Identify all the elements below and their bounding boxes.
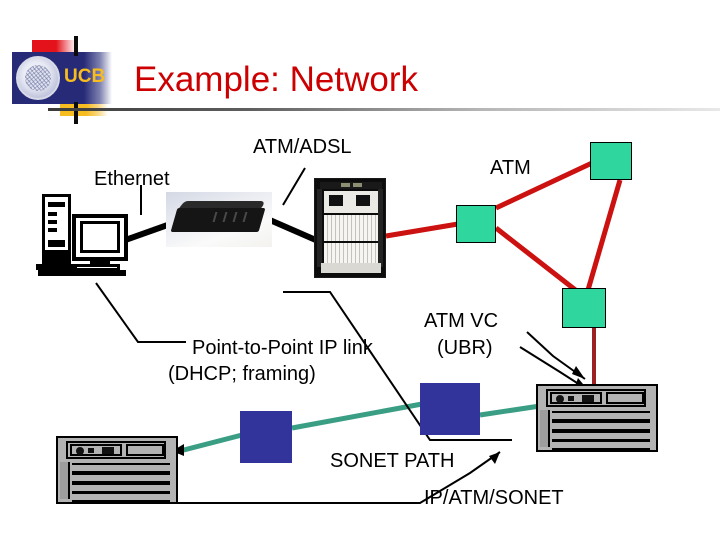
pc-tower-foot: [36, 264, 76, 270]
pc-tower-lower: [45, 250, 68, 264]
rack-base-tray: [321, 263, 381, 273]
server-slat: [552, 421, 650, 431]
server-slat: [552, 440, 650, 450]
title-divider: [48, 108, 720, 111]
atm-node-square[interactable]: [590, 142, 632, 180]
server-port: [102, 447, 114, 454]
rack-side-rail-left: [317, 189, 322, 267]
rack-display-window: [329, 195, 343, 206]
label-ethernet: Ethernet: [94, 168, 170, 190]
pc-workstation-icon: [28, 192, 132, 280]
teal-sonet-link-group: [175, 401, 541, 455]
page-title: Example: Network: [134, 60, 418, 99]
logo-vertical-line-bottom: [74, 102, 78, 124]
label-atm: ATM: [490, 157, 531, 179]
rack-display-window: [356, 195, 370, 206]
sonet-node-square[interactable]: [420, 383, 480, 435]
server-slat: [552, 411, 650, 421]
link-atm1-to-atm3: [494, 226, 580, 294]
logo-red-bar: [32, 40, 76, 52]
server-slat: [72, 492, 170, 502]
label-atm-vc: ATM VC: [424, 310, 499, 332]
atm-switch-rack-photo: [314, 178, 386, 278]
leader-atm-adsl: [282, 167, 306, 206]
server-blank-panel: [606, 392, 644, 404]
pc-keyboard: [74, 264, 120, 271]
atm-node-square[interactable]: [562, 288, 606, 328]
label-point-to-point-ip-link: Point-to-Point IP link: [192, 337, 373, 359]
server-blank-panel: [126, 444, 164, 456]
server-router-icon-left: [56, 436, 178, 504]
server-indicator-dot: [76, 447, 84, 455]
server-port: [582, 395, 594, 402]
pc-power-button: [48, 240, 65, 247]
atm-node-square[interactable]: [456, 205, 496, 243]
arrowhead-ip-atm-sonet: [489, 452, 500, 464]
leader-p2p-ip: [95, 282, 186, 343]
label-ip-atm-sonet: IP/ATM/SONET: [424, 487, 564, 509]
pc-drive-bay: [48, 212, 57, 216]
arrowhead-atm-vc-1: [572, 366, 585, 379]
leader-atm-vc-1: [526, 331, 586, 380]
link-sonet1-to-sonet2: [291, 401, 423, 431]
label-sonet-path: SONET PATH: [330, 450, 455, 472]
ucb-seal-icon: [16, 56, 60, 100]
rack-led: [353, 183, 362, 187]
slide-header: UCB Example: Network: [0, 0, 720, 130]
link-atm2-to-atm3: [585, 179, 623, 291]
server-connector: [88, 448, 94, 453]
pc-monitor-screen: [80, 221, 120, 253]
server-slat: [72, 473, 170, 483]
rack-top-strip: [320, 182, 382, 189]
rack-side-rail-right: [378, 189, 383, 267]
red-atm-link-group: [385, 160, 623, 388]
label-ubr: (UBR): [437, 337, 493, 359]
server-left-rail: [540, 410, 550, 447]
link-sonet2-to-routerright: [479, 403, 541, 418]
logo-vertical-line-top: [74, 36, 78, 56]
pc-drive-bay: [48, 228, 57, 232]
link-switch-to-atm1: [385, 221, 459, 239]
server-slat: [72, 463, 170, 473]
server-router-icon-right: [536, 384, 658, 452]
server-left-rail: [60, 462, 70, 499]
logo-ucb-text: UCB: [64, 66, 106, 87]
pc-drive-bay: [48, 202, 65, 207]
pc-drive-bay: [48, 220, 57, 224]
modem-chassis: [170, 208, 266, 232]
sonet-node-square[interactable]: [240, 411, 292, 463]
server-indicator-dot: [556, 395, 564, 403]
dsl-modem-photo: [166, 192, 272, 247]
rack-control-panel: [324, 191, 378, 213]
rack-card-bank-upper: [324, 215, 378, 241]
pc-desk-base: [38, 270, 126, 276]
label-dhcp-framing: (DHCP; framing): [168, 363, 316, 385]
link-routerleft-to-sonet1: [175, 432, 243, 455]
label-atm-adsl: ATM/ADSL: [253, 136, 352, 158]
server-connector: [568, 396, 574, 401]
ucb-logo: UCB: [12, 36, 122, 124]
rack-led: [341, 183, 350, 187]
